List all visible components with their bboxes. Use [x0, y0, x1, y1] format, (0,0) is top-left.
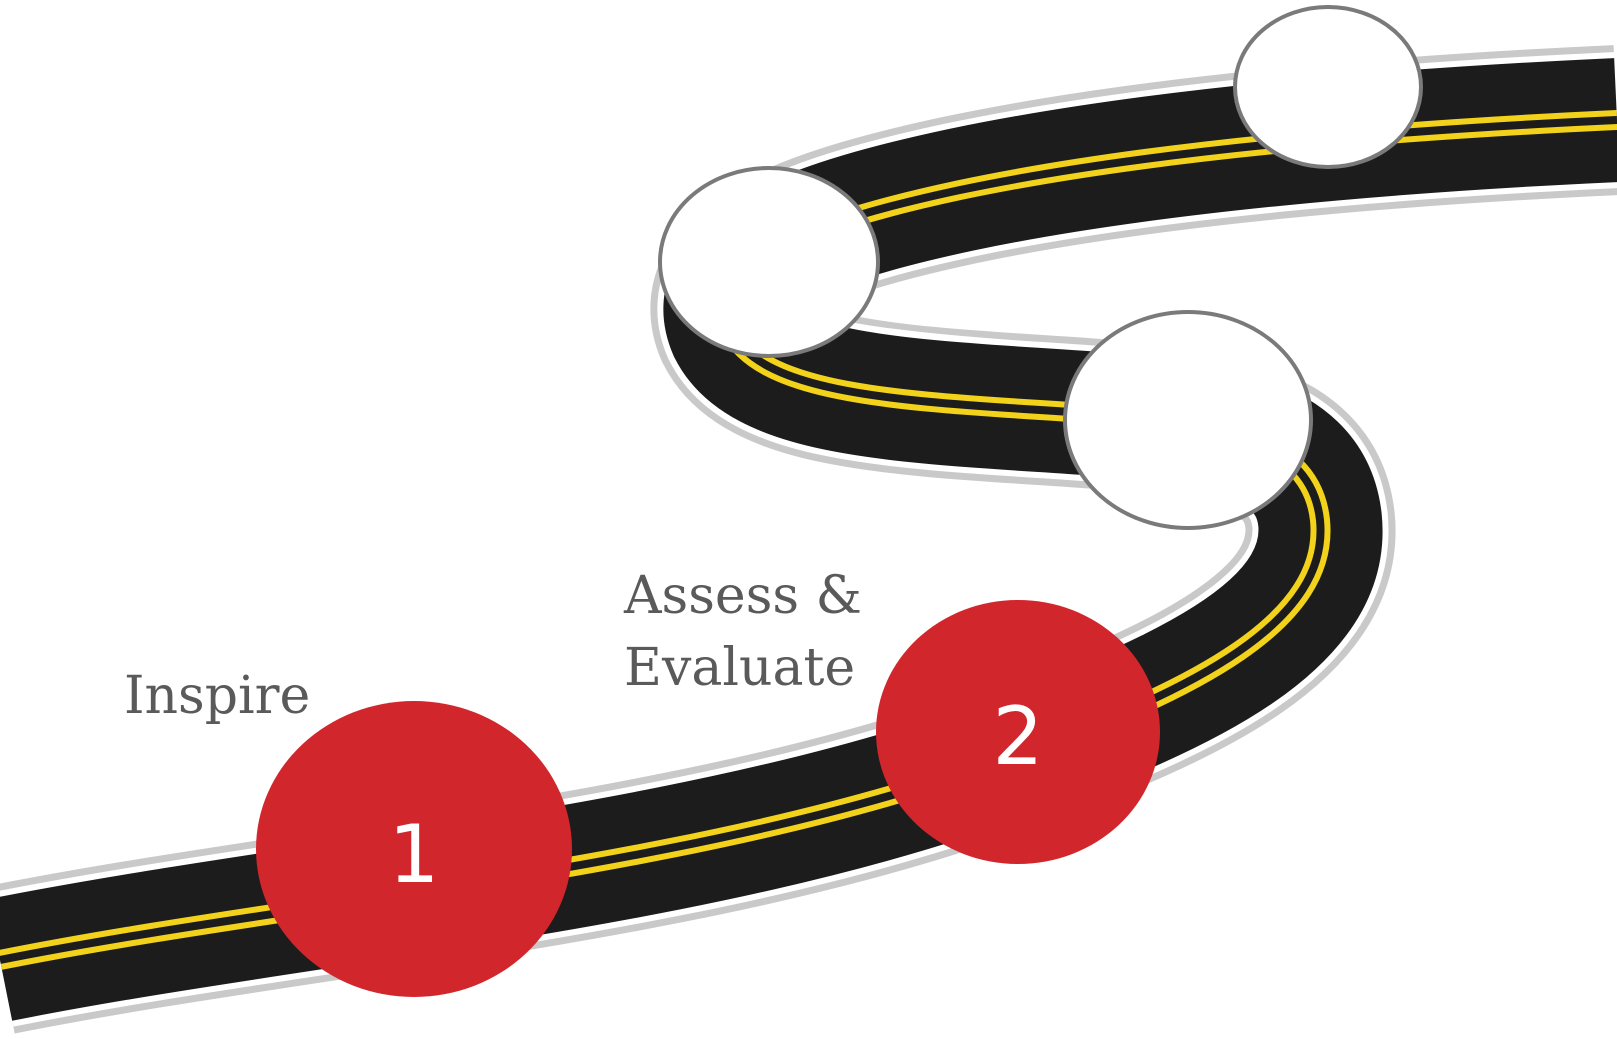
step-label-line-2: Evaluate: [624, 638, 856, 698]
step-marker-2: 2: [876, 600, 1160, 864]
step-label-line-1: Assess &: [624, 566, 862, 626]
step-number-1: 1: [389, 808, 440, 901]
step-marker-5: [1233, 5, 1423, 169]
step-label-assess-evaluate: Assess & Evaluate: [624, 560, 862, 704]
step-marker-3: [1063, 310, 1313, 530]
step-marker-1: 1: [256, 701, 572, 997]
step-marker-4: [658, 166, 880, 358]
step-number-2: 2: [993, 690, 1044, 783]
step-label-inspire: Inspire: [124, 666, 311, 726]
